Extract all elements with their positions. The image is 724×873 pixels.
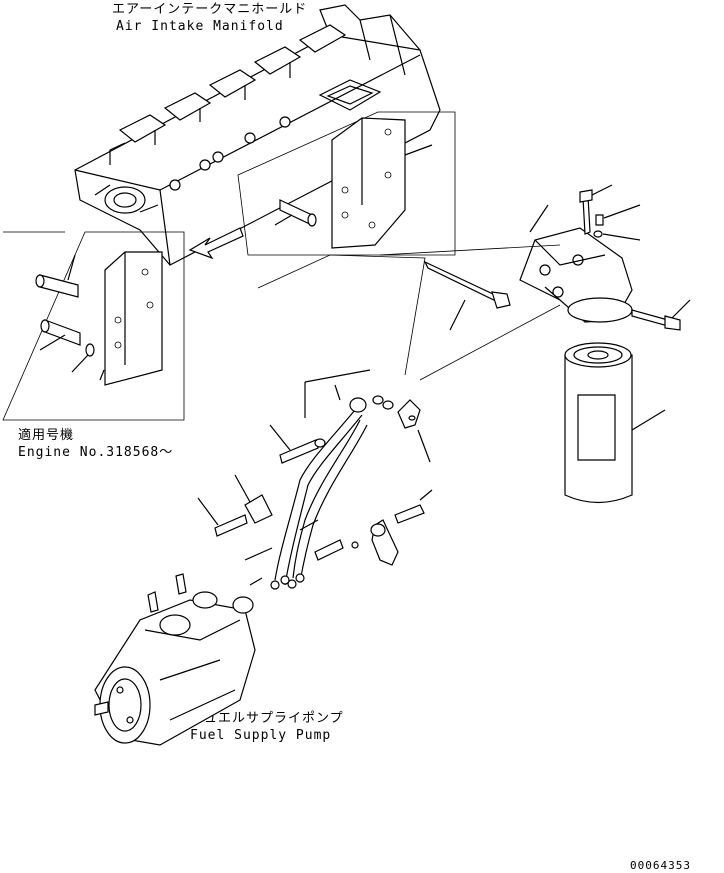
applicability-label-en: Engine No.318568～	[18, 445, 174, 460]
applicability-label-jp: 適用号機	[18, 428, 75, 443]
manifold-label-en: Air Intake Manifold	[116, 19, 284, 34]
drawing-number: 00064353	[630, 859, 691, 872]
air-intake-manifold	[74, 4, 441, 266]
manifold-label-jp: エアーインテークマニホールド	[112, 2, 308, 17]
long-bolt	[423, 260, 511, 331]
banjo-fitting	[314, 489, 433, 566]
arrow-to-detail	[188, 227, 244, 260]
fuel-filter-cartridge	[564, 342, 666, 504]
pump-label-jp: フュエルサプライポンプ	[190, 711, 344, 726]
applicability-detail-box	[2, 231, 185, 421]
fuel-supply-pump	[94, 573, 263, 746]
fuel-tubes	[197, 369, 431, 590]
filter-head	[519, 184, 691, 331]
leader-lines	[257, 244, 561, 381]
pump-label-en: Fuel Supply Pump	[190, 728, 332, 743]
plate-detail-box	[237, 111, 456, 256]
